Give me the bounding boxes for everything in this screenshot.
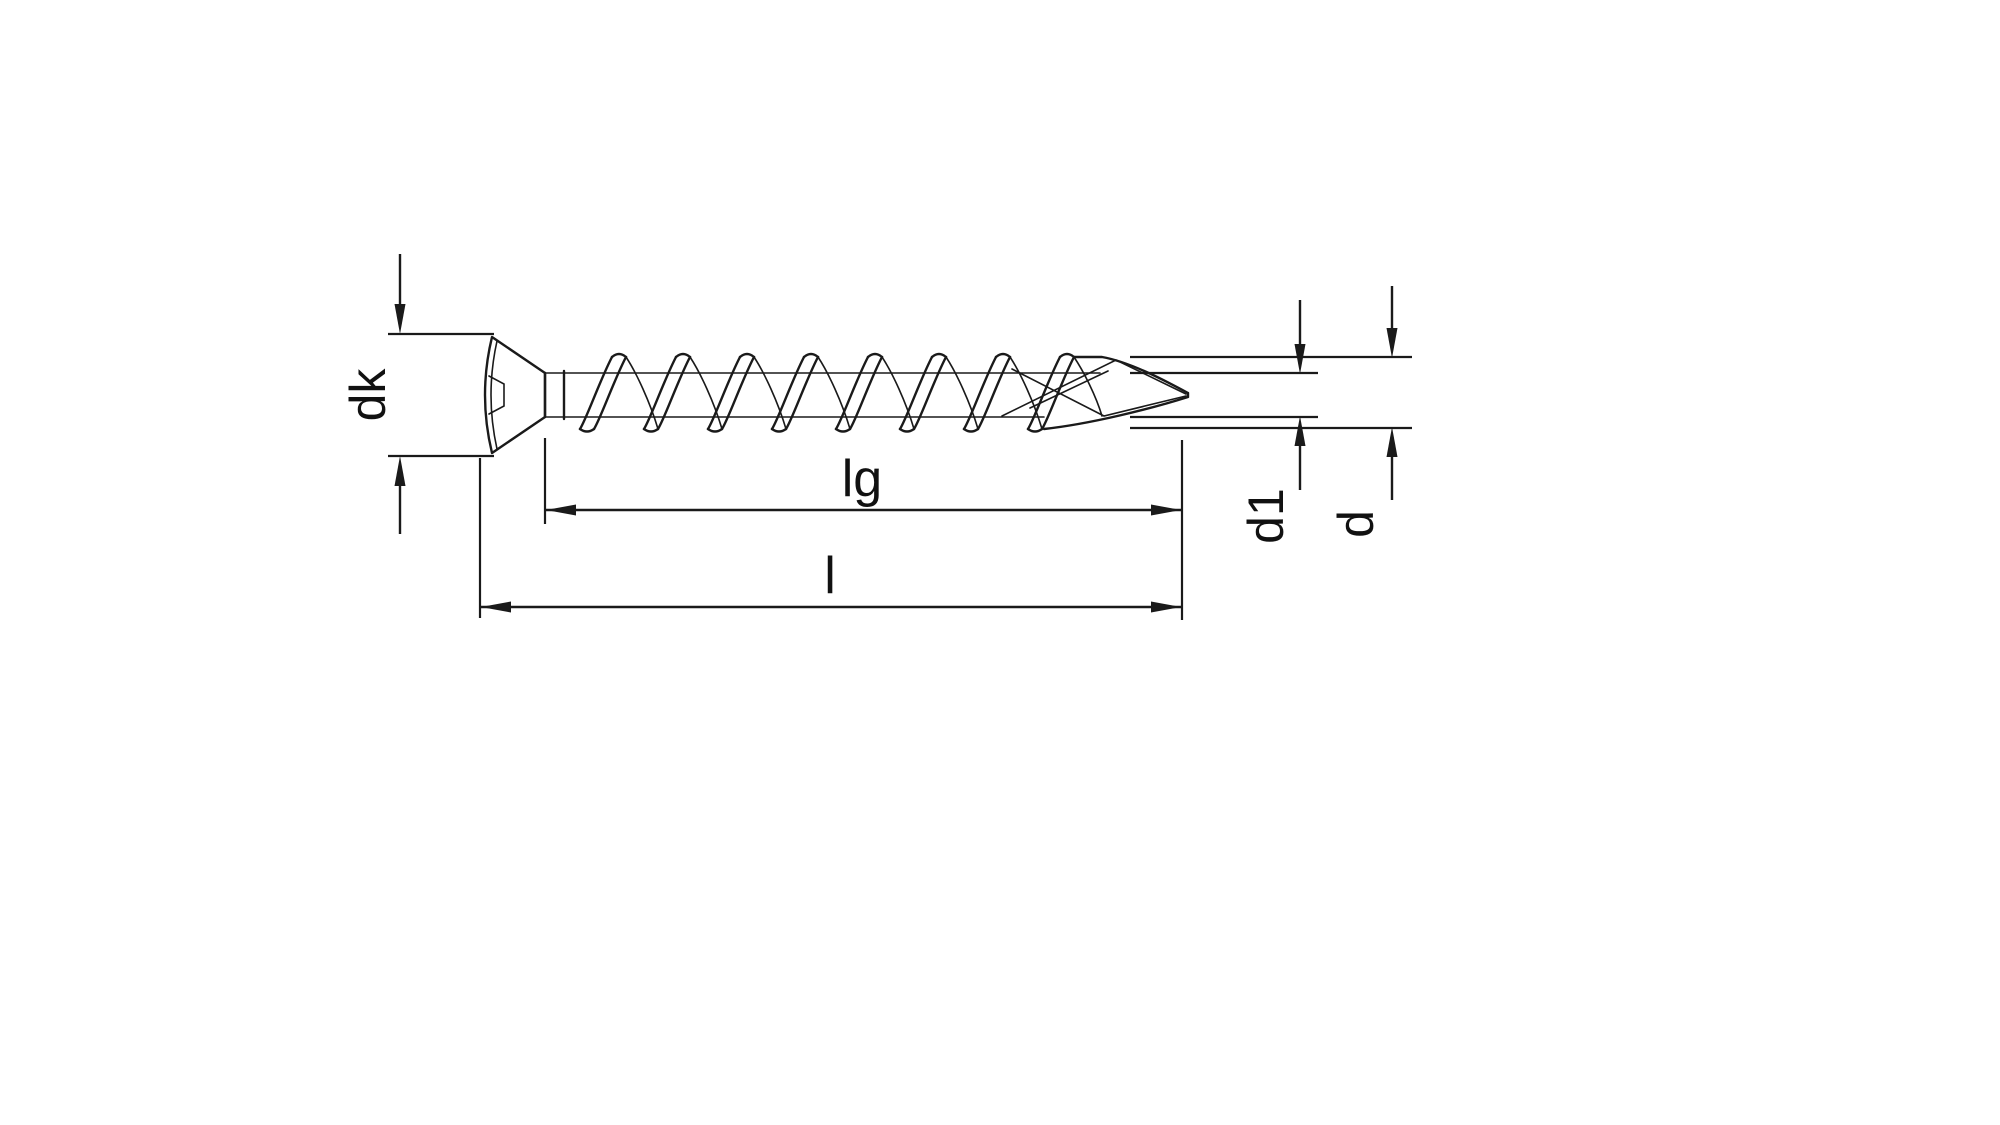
lg-arrowhead-right [1151, 504, 1181, 516]
screw-head-face-line [490, 340, 498, 450]
screw-core-lines [544, 372, 1101, 418]
screw-thread-crests [578, 352, 1076, 433]
d-arrowhead-top [1386, 328, 1398, 358]
d1-dimension: d1 [1130, 300, 1318, 544]
d1-label: d1 [1238, 488, 1294, 544]
d1-arrowhead-bottom [1294, 416, 1306, 446]
dk-arrowhead-top [394, 304, 406, 334]
d-dimension: d [1130, 286, 1412, 538]
dk-dimension: dk [340, 254, 494, 534]
screw-thread-front-flanks [578, 355, 1076, 431]
dk-extension-lines [388, 332, 494, 458]
d-extension-lines [1130, 355, 1412, 430]
d1-arrowhead-top [1294, 344, 1306, 374]
d-arrowhead-bottom [1386, 427, 1398, 457]
d-label: d [1328, 510, 1384, 538]
lg-label: lg [842, 450, 882, 508]
lg-arrowhead-left [546, 504, 576, 516]
l-dimension: l [478, 458, 1181, 618]
screw-drawing [483, 335, 1190, 455]
d1-extension-lines [1130, 371, 1318, 419]
l-label: l [824, 547, 836, 605]
l-arrowhead-left [481, 601, 511, 613]
screw-thread-back-flanks [625, 356, 1103, 430]
screw-tip-outline [1042, 355, 1190, 431]
dk-arrowhead-bottom [394, 456, 406, 486]
screw-tip-flutes [1001, 359, 1187, 417]
lg-dimension: lg [543, 438, 1184, 620]
l-arrowhead-right [1151, 601, 1181, 613]
screw-head [483, 335, 547, 455]
screw-head-recess [488, 375, 505, 415]
dk-label: dk [340, 368, 396, 422]
screw-neck [543, 369, 566, 421]
